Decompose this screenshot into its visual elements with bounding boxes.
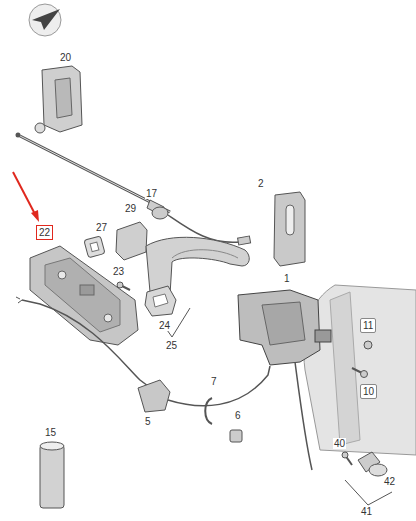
callout-number: 42 (383, 476, 396, 487)
callout-number: 1 (283, 273, 291, 284)
callout-number: 20 (59, 52, 72, 63)
callout-number: 22 (39, 227, 50, 238)
callout-number: 5 (144, 416, 152, 427)
callout-number: 24 (158, 320, 171, 331)
callout-number: 23 (112, 266, 125, 277)
callout-number: 15 (44, 427, 57, 438)
callout-number: 25 (165, 340, 178, 351)
callout-number: 2 (257, 178, 265, 189)
callout-number: 17 (145, 188, 158, 199)
callout-number: 11 (360, 318, 376, 333)
callout-number: 29 (124, 203, 137, 214)
callout-number: 10 (360, 384, 377, 399)
callout-number: 6 (234, 410, 242, 421)
callout-number: 27 (95, 222, 108, 233)
callout-number: 41 (360, 506, 373, 517)
callout-number: 40 (333, 438, 346, 449)
callout-box: 22 (36, 225, 53, 240)
callout-number: 7 (210, 376, 218, 387)
